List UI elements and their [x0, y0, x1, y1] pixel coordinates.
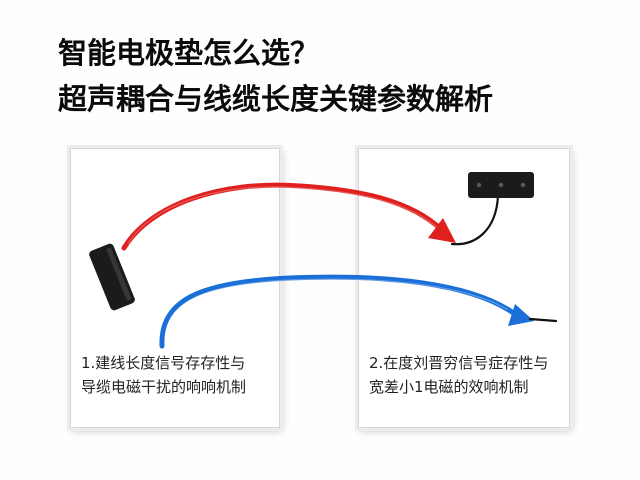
title-line-2: 超声耦合与线缆长度关键参数解析 — [58, 82, 494, 116]
caption-left-line-1: 1.建线长度信号存存性与 — [81, 354, 246, 372]
left-connector — [89, 243, 135, 311]
black-wire — [450, 194, 500, 246]
caption-left: 1.建线长度信号存存性与 导缆电磁干扰的响响机制 — [81, 351, 273, 399]
connector-pin — [476, 182, 482, 188]
blue-cable — [159, 274, 515, 349]
right-connector — [468, 172, 534, 198]
caption-right: 2.在度刘晋穷信号症存性与 宽差小1电磁的效响机制 — [369, 351, 563, 399]
red-cable-highlight — [127, 186, 439, 245]
blue-arrowhead — [508, 304, 534, 326]
connector-pin — [520, 182, 526, 188]
panel-right: 2.在度刘晋穷信号症存性与 宽差小1电磁的效响机制 — [358, 148, 570, 428]
caption-right-line-2: 宽差小1电磁的效响机制 — [369, 378, 529, 396]
red-arrowhead — [428, 218, 456, 243]
blue-cable-highlight — [164, 278, 509, 345]
title-line-1: 智能电极垫怎么选？ — [58, 36, 320, 70]
red-cable — [121, 182, 445, 251]
caption-left-line-2: 导缆电磁干扰的响响机制 — [81, 378, 247, 396]
caption-right-line-1: 2.在度刘晋穷信号症存性与 — [369, 354, 549, 372]
left-connector-body — [89, 243, 135, 311]
blue-cable-tail — [528, 317, 558, 323]
connector-pin — [498, 182, 504, 188]
left-connector-shine — [106, 247, 132, 301]
